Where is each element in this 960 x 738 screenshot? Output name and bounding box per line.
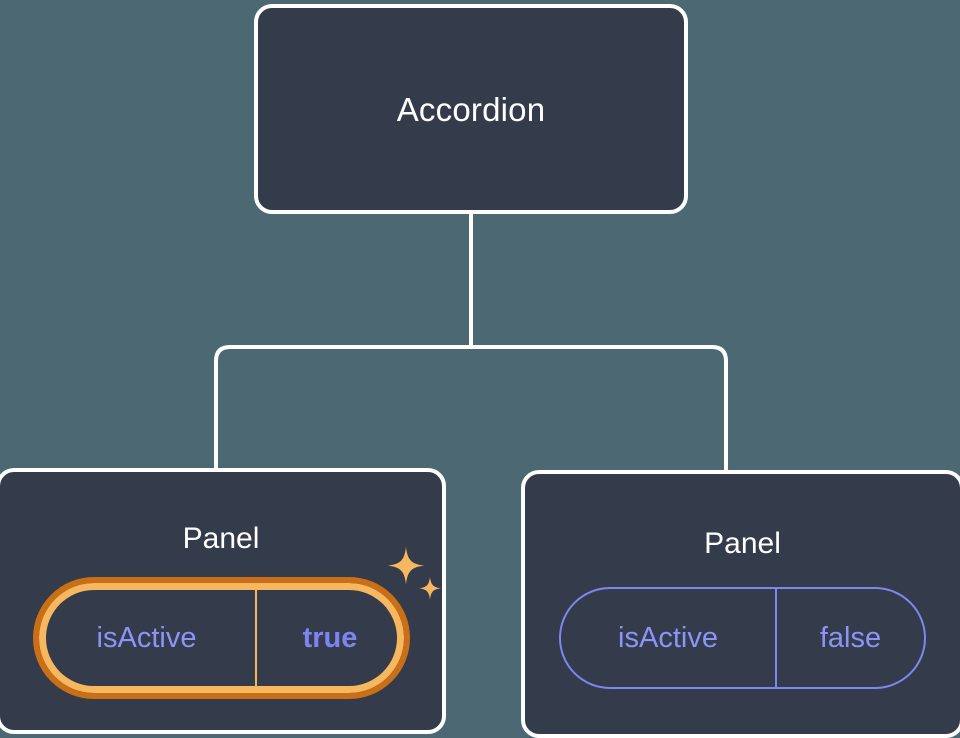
sparkle-small-icon (418, 577, 441, 600)
node-panel-active[interactable]: Panel isActive true (0, 468, 446, 734)
node-title: Accordion (396, 90, 546, 128)
node-panel-inactive[interactable]: Panel isActive false (521, 470, 960, 738)
prop-key: isActive (39, 583, 257, 693)
prop-key: isActive (561, 589, 777, 687)
prop-value: true (302, 621, 358, 654)
prop-pill-highlighted[interactable]: isActive true (32, 547, 441, 699)
node-title: Panel (182, 522, 260, 555)
prop-pill[interactable]: isActive false (559, 587, 926, 689)
prop-value: false (819, 621, 882, 654)
node-accordion[interactable]: Accordion (254, 4, 688, 214)
edge-branch-bar (214, 345, 728, 470)
node-title: Panel (704, 527, 781, 560)
sparkle-large-icon (387, 547, 424, 585)
